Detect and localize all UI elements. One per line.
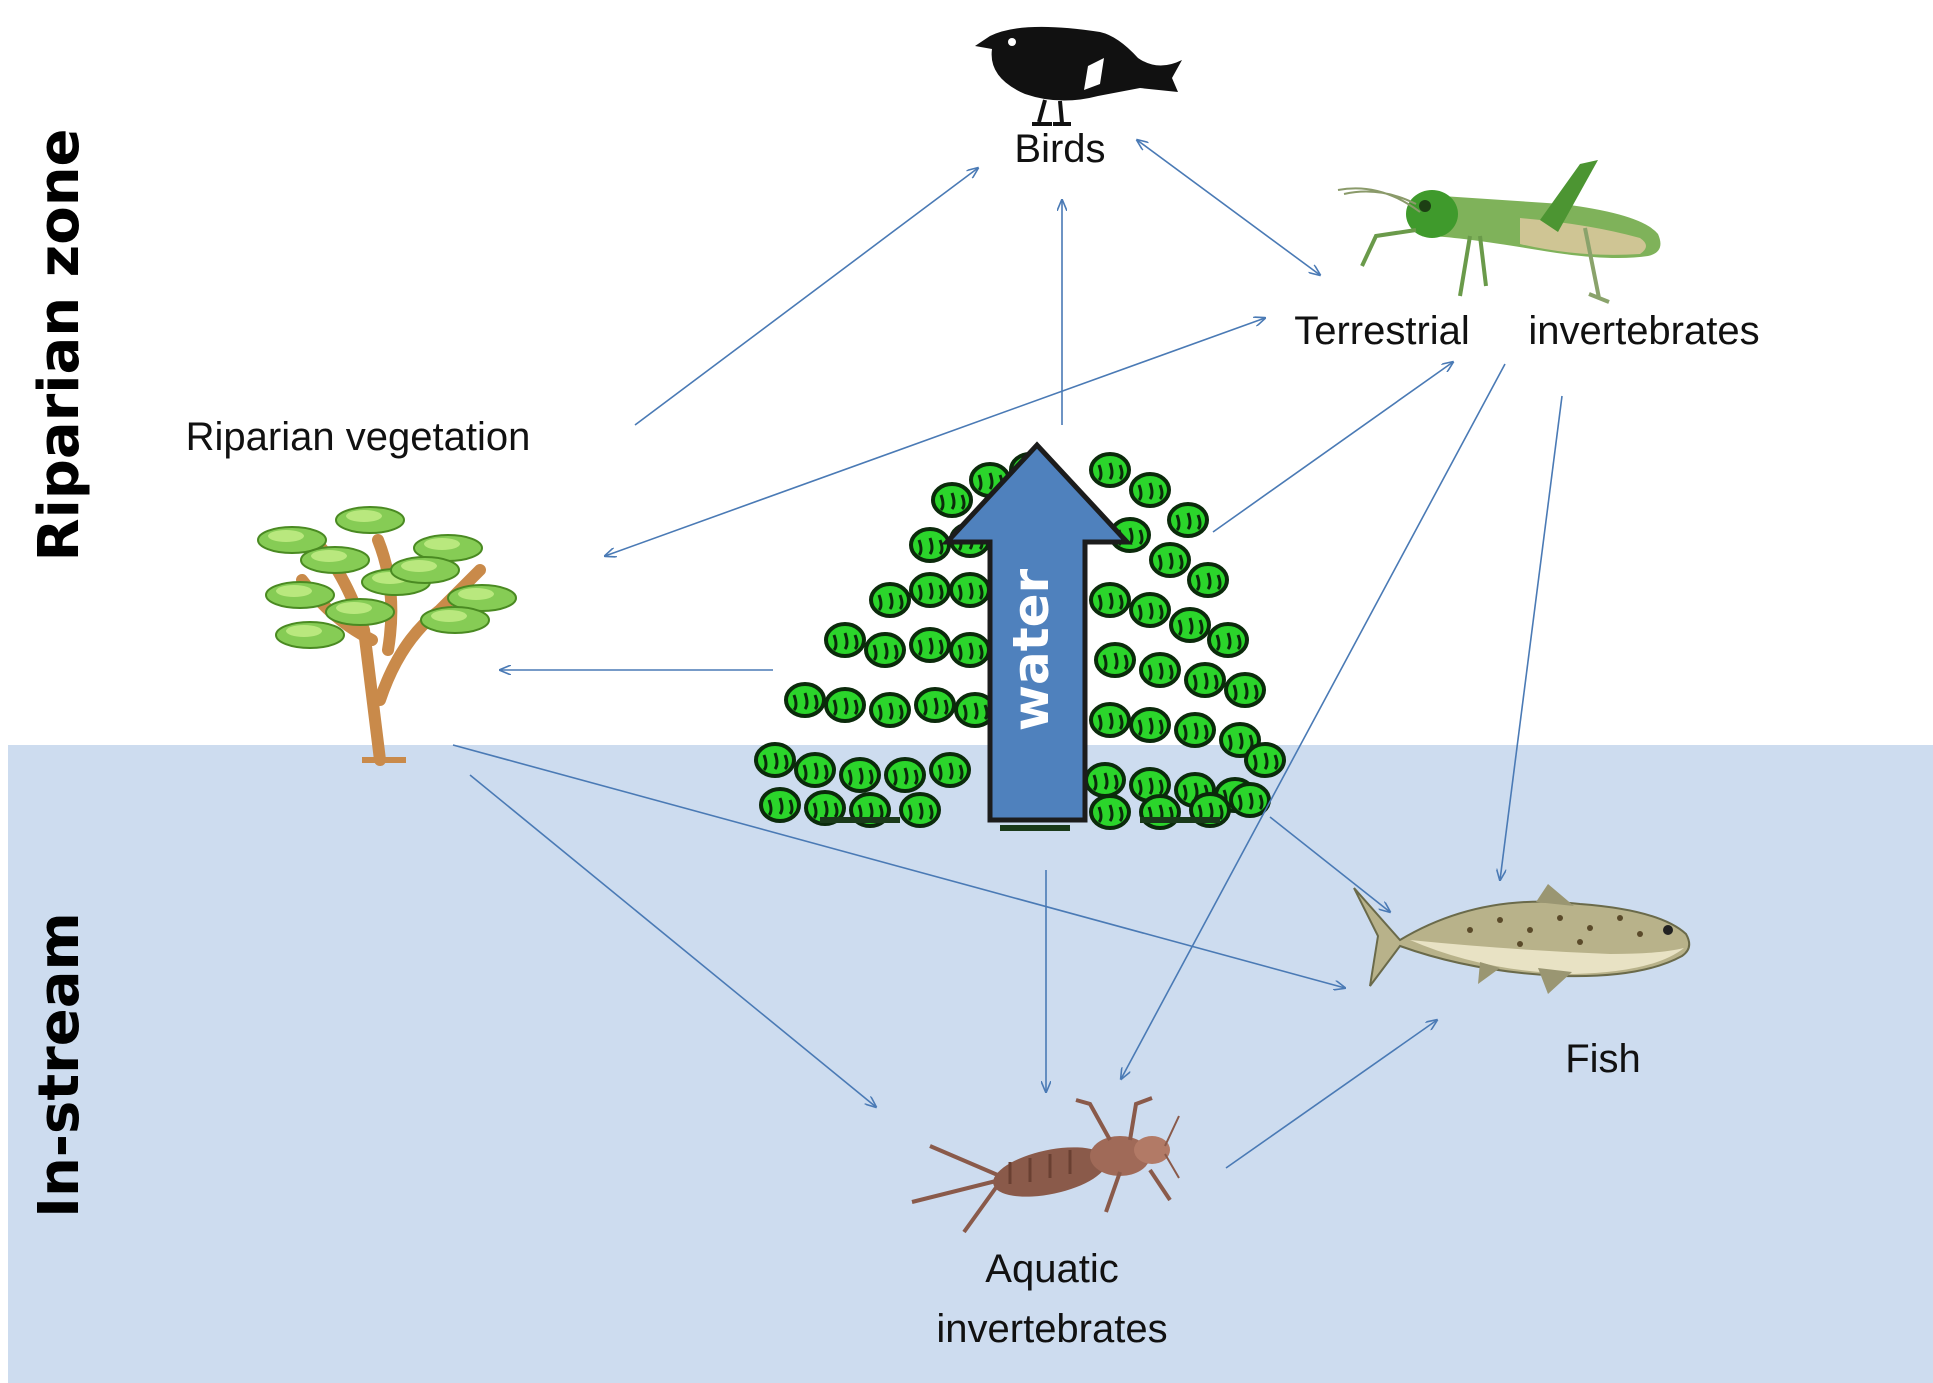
aquatic-invertebrates-label-1: Aquatic <box>985 1247 1118 1291</box>
stream-background <box>8 745 1933 1383</box>
in-stream-label: In-stream <box>27 912 92 1218</box>
terrestrial-invertebrates-label-2: invertebrates <box>1528 309 1759 353</box>
riparian-vegetation-label: Riparian vegetation <box>186 415 531 459</box>
water-label: water <box>1002 568 1060 731</box>
bird-icon <box>975 27 1182 124</box>
aquatic-invertebrates-label-2: invertebrates <box>936 1307 1167 1351</box>
arrow-birds-to-terrestrial_invertebrates <box>1137 140 1320 275</box>
fish-label: Fish <box>1565 1037 1641 1081</box>
arrow-terrestrial_invertebrates-to-riparian_vegetation <box>605 318 1265 556</box>
grasshopper-icon <box>1338 160 1660 302</box>
birds-label: Birds <box>1014 127 1105 171</box>
tree-icon <box>258 507 516 760</box>
arrow-riparian_vegetation-to-birds <box>635 168 978 425</box>
riparian-zone-label: Riparian zone <box>27 128 92 561</box>
arrow-central_trees-to-terrestrial_invertebrates <box>1213 362 1453 532</box>
terrestrial-invertebrates-label-1: Terrestrial <box>1294 309 1470 353</box>
